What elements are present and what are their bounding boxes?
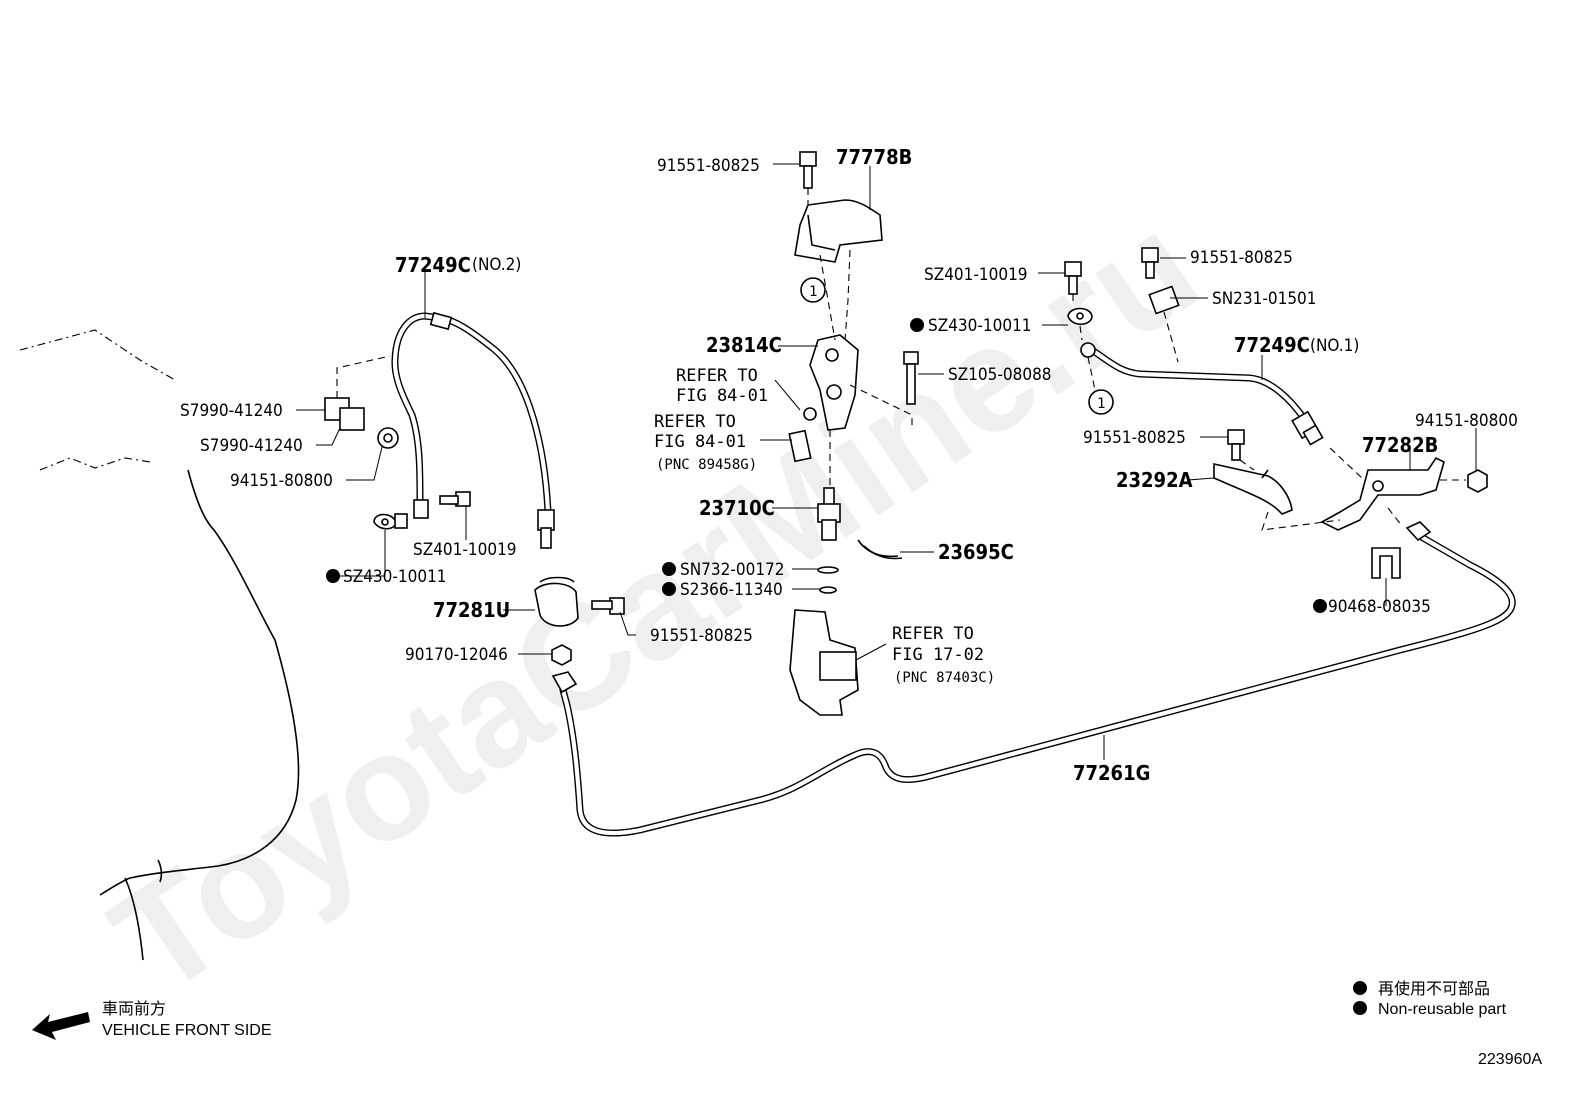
label-SZ430-right: SZ430-10011 xyxy=(928,316,1032,336)
legend-jp: 再使用不可部品 xyxy=(1378,980,1490,998)
label-SZ105: SZ105-08088 xyxy=(948,365,1052,385)
bracket-77778B xyxy=(794,199,883,263)
label-91551-top: 91551-80825 xyxy=(657,156,760,176)
label-ref3-b: FIG 17-02 xyxy=(892,645,984,665)
direction-en: VEHICLE FRONT SIDE xyxy=(102,1022,272,1039)
label-ref2-c: (PNC 89458G) xyxy=(656,457,757,473)
label-ref2-b: FIG 84-01 xyxy=(654,432,746,452)
nut-94151-left xyxy=(377,427,399,449)
sensor-89458G xyxy=(788,429,812,463)
label-90170: 90170-12046 xyxy=(405,645,508,665)
label-77249C-no1-note: (NO.1) xyxy=(1310,336,1359,356)
label-SZ401-left: SZ401-10019 xyxy=(413,540,517,560)
leader-lines xyxy=(296,163,1477,760)
figure-id: 223960A xyxy=(1478,1051,1542,1068)
bracket-77282B xyxy=(1320,456,1445,531)
legend: 再使用不可部品 Non-reusable part xyxy=(1353,980,1507,1018)
valve-body-23814C xyxy=(809,334,859,431)
o-ring-small xyxy=(803,407,817,421)
label-S2366: S2366-11340 xyxy=(680,580,783,600)
vehicle-body-outline xyxy=(19,329,300,961)
direction-jp: 車両前方 xyxy=(102,1000,166,1018)
label-SZ401-right: SZ401-10019 xyxy=(924,265,1028,285)
label-ref3-a: REFER TO xyxy=(892,624,974,644)
label-94151-right: 94151-80800 xyxy=(1415,411,1518,431)
bracket-23292A xyxy=(1213,463,1293,515)
part-labels: 91551-80825 77778B 77249C (NO.2) S7990-4… xyxy=(180,145,1518,785)
clip-SN231 xyxy=(1148,285,1180,315)
label-23710C: 23710C xyxy=(699,496,775,520)
label-91551-r1: 91551-80825 xyxy=(1190,248,1293,268)
label-ref2-a: REFER TO xyxy=(654,412,736,432)
bolt-91551-mid xyxy=(591,597,625,615)
label-S7990-a: S7990-41240 xyxy=(180,401,283,421)
bolt-91551-top xyxy=(799,151,817,189)
legend-en: Non-reusable part xyxy=(1378,1001,1507,1018)
master-cylinder xyxy=(789,609,859,716)
label-ref3-c: (PNC 87403C) xyxy=(894,670,995,686)
label-77282B: 77282B xyxy=(1362,433,1438,457)
vehicle-front-arrow: 車両前方 VEHICLE FRONT SIDE xyxy=(32,1000,272,1040)
label-77261G: 77261G xyxy=(1073,761,1150,785)
clip-90468 xyxy=(1371,547,1401,579)
label-ref1-b: FIG 84-01 xyxy=(676,386,768,406)
label-SN231: SN231-01501 xyxy=(1212,289,1317,309)
label-SN732: SN732-00172 xyxy=(680,560,785,580)
clip-23695C xyxy=(857,539,903,560)
label-23292A: 23292A xyxy=(1116,468,1193,492)
pipe-flare-nut-left xyxy=(551,671,578,694)
label-23814C: 23814C xyxy=(706,333,782,357)
label-S7990-b: S7990-41240 xyxy=(200,436,303,456)
hose-77249C-no1 xyxy=(1080,342,1324,446)
connection-lines xyxy=(807,188,1466,531)
bolt-91551-r1 xyxy=(1141,247,1159,279)
bracket-77281U xyxy=(534,576,579,627)
label-77249C-no1: 77249C xyxy=(1234,333,1310,357)
label-ref1-a: REFER TO xyxy=(676,366,758,386)
o-rings xyxy=(817,566,839,594)
label-77249C-no2-note: (NO.2) xyxy=(472,255,521,275)
label-91551-r2: 91551-80825 xyxy=(1083,428,1186,448)
bolt-SZ105 xyxy=(903,351,919,405)
label-91551-mid: 91551-80825 xyxy=(650,626,753,646)
bolt-SZ401-left xyxy=(439,491,471,507)
nut-90170 xyxy=(551,644,572,666)
label-SZ430-left: SZ430-10011 xyxy=(343,567,447,587)
hose-77249C-no2 xyxy=(391,311,555,549)
label-23695C: 23695C xyxy=(938,540,1014,564)
svg-text:1: 1 xyxy=(1097,396,1105,412)
gasket-SZ430-right xyxy=(1067,307,1093,326)
clamp-S7990 xyxy=(324,355,391,431)
bolt-SZ401-right xyxy=(1064,261,1082,295)
label-94151-left: 94151-80800 xyxy=(230,471,333,491)
pipe-77261G xyxy=(551,521,1516,837)
callout-circle-1-right: 1 xyxy=(1088,389,1114,415)
svg-text:1: 1 xyxy=(809,284,817,300)
label-77281U: 77281U xyxy=(433,598,510,622)
bolt-91551-r2 xyxy=(1227,429,1245,461)
label-77778B: 77778B xyxy=(836,145,912,169)
bleeder-23710C xyxy=(817,487,841,541)
callout-circle-1-left: 1 xyxy=(800,277,826,303)
label-77249C-no2: 77249C xyxy=(395,253,471,277)
gasket-SZ430-left xyxy=(373,513,408,530)
nut-94151-right xyxy=(1467,469,1488,493)
non-reusable-markers xyxy=(326,318,1327,613)
pipe-flare-nut-right xyxy=(1405,521,1432,542)
label-90468: 90468-08035 xyxy=(1328,597,1431,617)
